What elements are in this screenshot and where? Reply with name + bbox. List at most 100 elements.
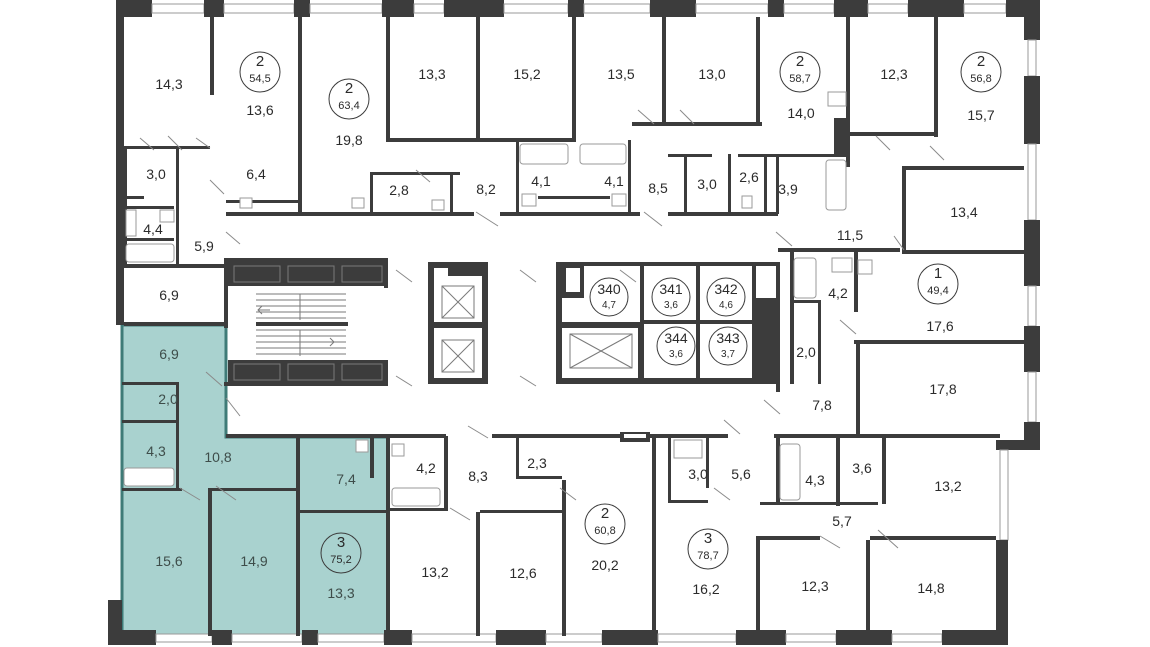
room-area: 4,2 [828,285,848,301]
svg-text:2: 2 [345,80,353,97]
room-area: 15,7 [967,107,994,123]
svg-text:49,4: 49,4 [927,285,948,297]
room-area: 14,8 [917,580,944,596]
room-area: 14,3 [155,76,182,92]
storage-badge[interactable]: 344 3,6 [656,326,696,366]
room-area: 12,3 [880,66,907,82]
svg-text:2: 2 [256,53,264,70]
room-area: 15,2 [513,66,540,82]
room-area: 13,6 [246,102,273,118]
room-area: 3,0 [688,466,708,482]
room-area: 2,6 [739,169,759,185]
room-area: 12,6 [509,565,536,581]
room-area-labels: 14,3 13,6 19,8 13,3 15,2 13,5 13,0 14,0 … [143,66,995,597]
room-area: 13,0 [698,66,725,82]
room-area: 12,3 [801,578,828,594]
room-area: 13,5 [607,66,634,82]
room-area: 4,4 [143,221,163,237]
room-area: 3,0 [146,166,166,182]
room-area: 11,5 [837,227,863,243]
svg-text:1: 1 [934,265,942,282]
storage-badge[interactable]: 343 3,7 [708,326,748,366]
svg-text:3,6: 3,6 [664,300,678,311]
outer-walls [108,0,1040,645]
apartment-badge[interactable]: 2 56,8 [960,51,1002,93]
room-area: 13,3 [327,585,354,601]
svg-text:75,2: 75,2 [330,554,351,566]
room-area: 8,3 [468,468,488,484]
svg-text:3,7: 3,7 [721,349,735,360]
svg-text:341: 341 [659,281,683,297]
svg-text:340: 340 [597,281,621,297]
room-area: 2,0 [796,344,816,360]
room-area: 4,1 [604,173,624,189]
room-area: 4,3 [146,443,166,459]
apartment-badge[interactable]: 2 60,8 [584,503,626,545]
svg-text:2: 2 [796,53,804,70]
svg-text:2: 2 [977,53,985,70]
room-area: 17,6 [926,318,953,334]
svg-text:342: 342 [714,281,738,297]
door-swings [139,109,945,549]
room-area: 7,4 [336,471,356,487]
svg-text:344: 344 [664,330,688,346]
stairs [256,293,348,356]
storage-badges: 340 4,7 341 3,6 342 4,6 344 3,6 343 3,7 [589,277,748,366]
room-area: 13,4 [950,204,977,220]
storage-badge[interactable]: 341 3,6 [651,277,691,317]
room-area: 3,9 [778,181,798,197]
room-area: 19,8 [335,132,362,148]
apartment-badge[interactable]: 2 58,7 [779,51,821,93]
sanitary-fixtures [123,91,873,507]
storage-badge[interactable]: 340 4,7 [589,277,629,317]
room-area: 6,9 [159,287,179,303]
room-area: 8,2 [476,181,496,197]
room-area: 17,8 [929,381,956,397]
room-area: 3,0 [697,176,717,192]
room-area: 4,2 [416,460,436,476]
room-area: 5,7 [832,513,852,529]
room-area: 16,2 [692,581,719,597]
room-area: 4,3 [805,472,825,488]
room-area: 14,9 [240,553,267,569]
svg-text:63,4: 63,4 [338,100,359,112]
svg-text:343: 343 [716,330,740,346]
room-area: 4,1 [531,173,551,189]
apartment-badge[interactable]: 1 49,4 [917,263,959,305]
storage-badge[interactable]: 342 4,6 [706,277,746,317]
svg-text:60,8: 60,8 [594,525,615,537]
interior-walls [122,17,1024,636]
apartment-badges: 2 54,5 2 63,4 2 58,7 2 56,8 1 49,4 2 60,… [239,51,1002,574]
svg-text:4,6: 4,6 [719,300,733,311]
svg-text:54,5: 54,5 [249,73,270,85]
room-area: 7,8 [812,397,832,413]
svg-text:78,7: 78,7 [697,550,718,562]
room-area: 8,5 [648,180,668,196]
svg-text:3,6: 3,6 [669,349,683,360]
room-area: 13,2 [421,564,448,580]
room-area: 5,6 [731,466,751,482]
svg-text:3: 3 [337,534,345,551]
room-area: 2,8 [389,182,409,198]
room-area: 13,2 [934,478,961,494]
svg-text:4,7: 4,7 [602,300,616,311]
apartment-badge[interactable]: 2 63,4 [328,78,370,120]
room-area: 15,6 [155,553,182,569]
svg-text:2: 2 [601,505,609,522]
selected-apartment-room-labels: 6,9 2,0 4,3 10,8 7,4 15,6 14,9 13,3 [146,346,356,601]
svg-text:58,7: 58,7 [789,73,810,85]
room-area: 6,9 [159,346,179,362]
apartment-badge-selected[interactable]: 3 75,2 [320,532,362,574]
svg-text:56,8: 56,8 [970,73,991,85]
svg-text:3: 3 [704,530,712,547]
room-area: 6,4 [246,166,266,182]
room-area: 2,0 [158,391,178,407]
room-area: 20,2 [591,557,618,573]
apartment-badge[interactable]: 2 54,5 [239,51,281,93]
apartment-badge[interactable]: 3 78,7 [687,528,729,570]
room-area: 13,3 [418,66,445,82]
room-area: 2,3 [527,455,547,471]
room-area: 14,0 [787,105,814,121]
room-area: 3,6 [852,460,872,476]
